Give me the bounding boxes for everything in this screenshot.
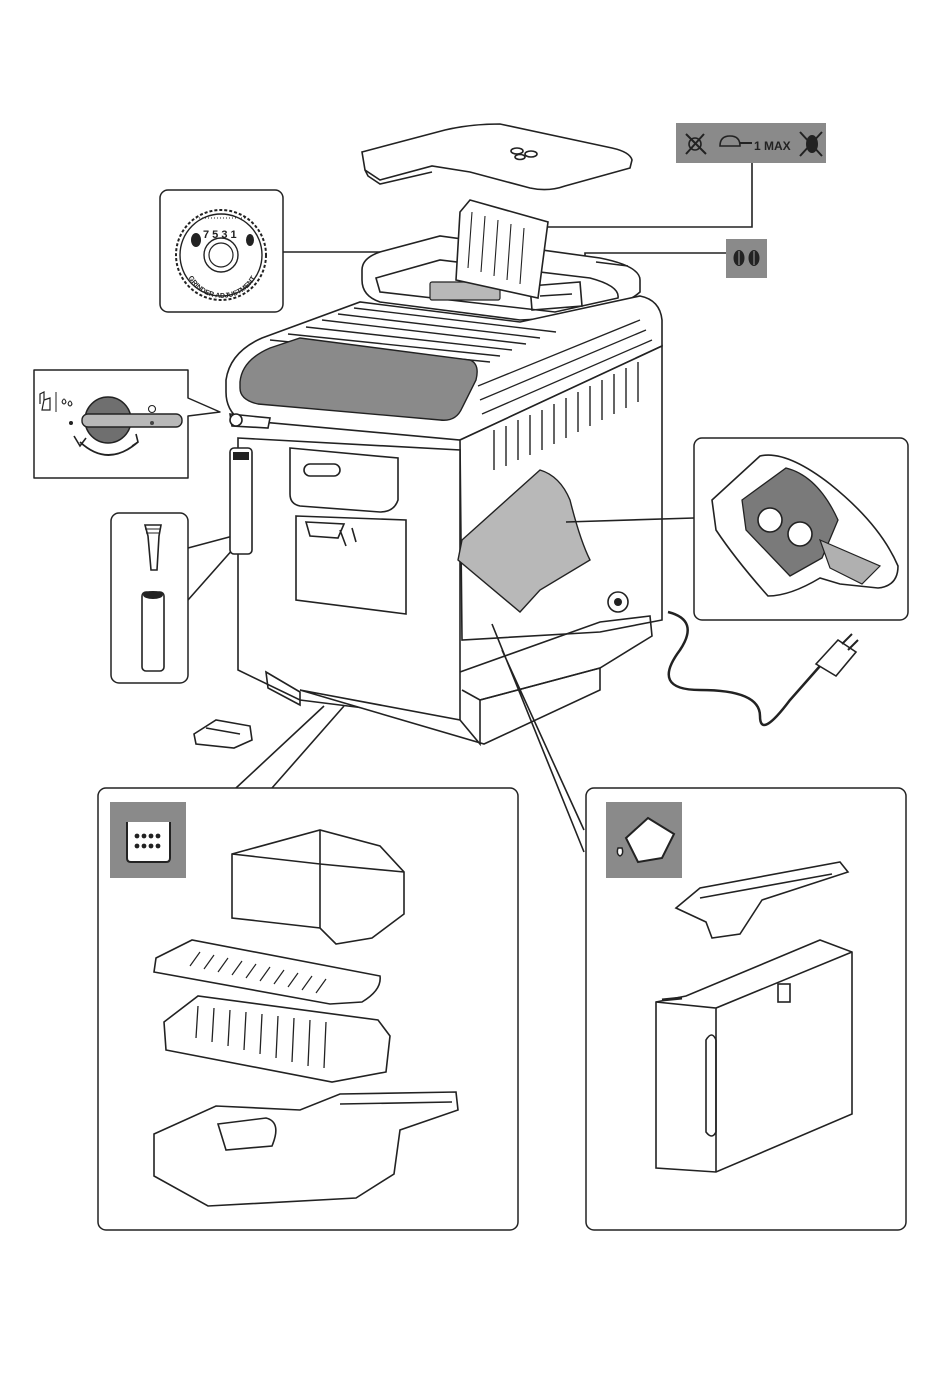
grounds-container-icon: [110, 802, 186, 878]
brew-unit-callout: [694, 438, 908, 620]
drip-tray-panel: [98, 788, 518, 1230]
coffee-beans-icon: [726, 239, 767, 278]
steam-wand: [230, 448, 252, 554]
water-tank-panel: [586, 788, 906, 1230]
coffee-grounds-tray-piece: [194, 720, 252, 748]
coarse-bean-icon: [191, 233, 201, 247]
power-cord: [668, 612, 858, 725]
fine-bean-icon: [246, 234, 254, 246]
bean-container-lid: [362, 124, 632, 190]
steam-knob-callout: [34, 370, 220, 478]
coffee-machine: [226, 200, 662, 744]
grinder-adjustment-callout: 7 5 3 1 GRINDER ADJUSTMENT: [160, 190, 283, 312]
steam-nozzle-callout: [111, 513, 188, 683]
bean-rules-icon-strip: 1 MAX: [676, 123, 826, 163]
grinder-scale: 7 5 3 1: [203, 229, 237, 241]
capacity-label: 1 MAX: [754, 139, 791, 153]
water-tank-icon: [606, 802, 682, 878]
coffee-spout: [306, 522, 344, 538]
nozzle-sleeve-icon: [142, 591, 164, 671]
